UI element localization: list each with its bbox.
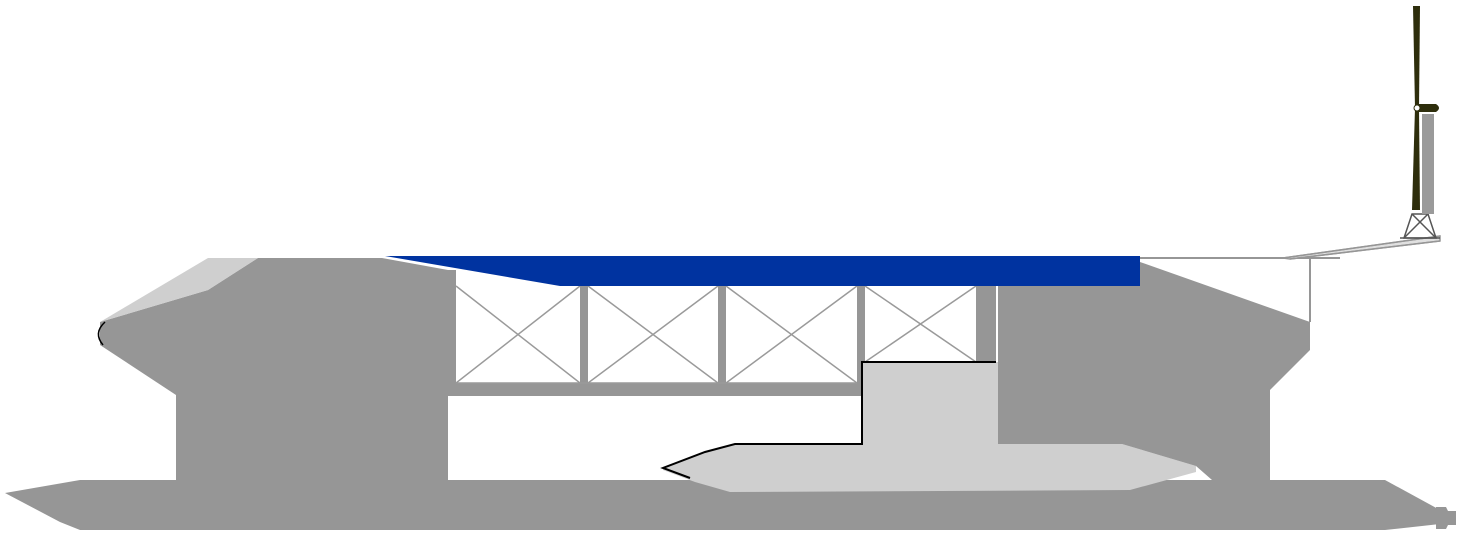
bow-nose-outline <box>97 321 106 346</box>
truss-post <box>718 286 726 396</box>
truss-post <box>857 286 865 396</box>
stern-section <box>998 262 1310 480</box>
main-hull-keel <box>5 480 1440 530</box>
truss-post <box>580 286 588 396</box>
bow-section <box>100 258 448 480</box>
bow-top-light <box>100 258 258 322</box>
turbine-boom <box>1282 235 1441 260</box>
turbine-base <box>1400 213 1440 239</box>
propeller-icon <box>1436 507 1456 529</box>
turbine-tower <box>1422 114 1434 214</box>
deck <box>250 256 1140 286</box>
submersible-vessel <box>663 362 1196 492</box>
turbine-hub <box>1413 104 1421 112</box>
wind-turbine <box>1400 6 1440 239</box>
truss-post <box>448 270 456 396</box>
turbine-blade-lower <box>1412 108 1420 210</box>
submersible-outline <box>660 361 996 479</box>
truss-post <box>976 286 996 362</box>
truss-bottom-beam <box>448 383 864 396</box>
truss-frame <box>448 270 996 396</box>
truss-diagonals <box>455 285 977 384</box>
turbine-nacelle <box>1418 104 1439 112</box>
turbine-blade-upper <box>1413 6 1420 108</box>
stern-railing <box>1140 257 1340 322</box>
